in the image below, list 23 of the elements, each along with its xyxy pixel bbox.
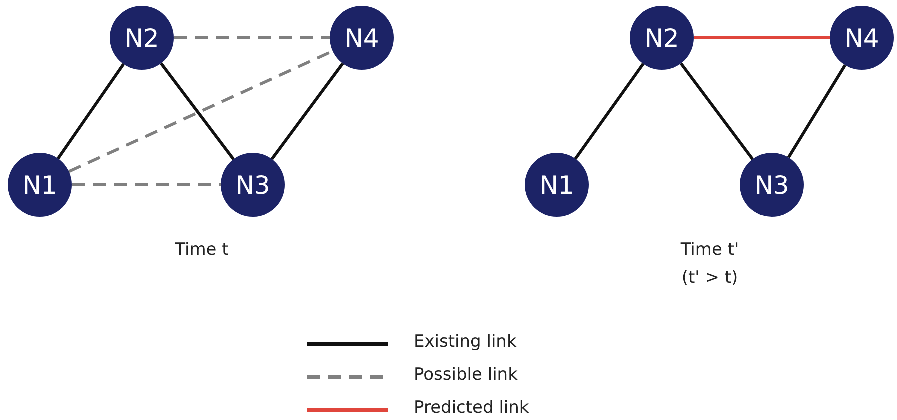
node-circle: N4 (330, 6, 394, 70)
link-line (270, 62, 344, 160)
legend-text: Possible link (414, 365, 518, 385)
node-circle: N2 (630, 6, 694, 70)
node-circle: N3 (740, 153, 804, 217)
link-line (574, 63, 645, 160)
node-circle: N3 (221, 153, 285, 217)
node-circle: N4 (830, 6, 894, 70)
link-line (694, 36, 830, 40)
link-line (57, 63, 125, 160)
dashed-link-line (72, 184, 221, 186)
caption-text: Time t (175, 240, 229, 260)
legend-text: Predicted link (414, 398, 530, 418)
caption-text: Time t' (680, 240, 740, 260)
node-circle: N1 (525, 153, 589, 217)
link-line (680, 62, 754, 160)
dashed-link-line (174, 36, 330, 40)
legend-text: Existing link (414, 332, 517, 352)
node-circle: N2 (110, 6, 174, 70)
link-line (787, 64, 847, 158)
caption-text: (t' > t) (682, 268, 738, 288)
node-circle: N1 (8, 153, 72, 217)
link-line (160, 62, 235, 160)
